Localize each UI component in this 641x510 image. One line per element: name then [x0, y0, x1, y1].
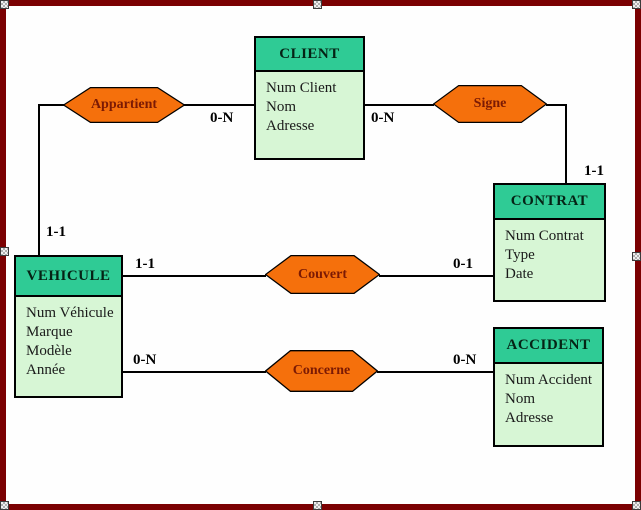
attribute: Num Client: [266, 80, 337, 96]
hexagon-shape: [433, 85, 547, 123]
connector-appartient-left: [38, 104, 65, 106]
entity-accident-title: ACCIDENT: [495, 329, 602, 364]
entity-client-title: CLIENT: [256, 38, 363, 72]
cardinality-client-signe: 0-N: [371, 110, 395, 126]
relation-couvert[interactable]: Couvert: [265, 255, 380, 294]
entity-contrat-title: CONTRAT: [495, 185, 604, 220]
selection-handle-top-right[interactable]: [632, 0, 641, 9]
relation-concerne-label: Concerne: [292, 363, 351, 378]
attribute: Date: [505, 266, 534, 282]
relation-concerne[interactable]: Concerne: [265, 350, 378, 392]
relation-appartient[interactable]: Appartient: [63, 87, 185, 123]
cardinality-client-appartient: 0-N: [210, 110, 234, 126]
attribute: Adresse: [505, 410, 554, 426]
cardinality-concerne-accident: 0-N: [453, 352, 477, 368]
attribute: Num Véhicule: [26, 305, 114, 321]
entity-client[interactable]: CLIENT Num Client Nom Adresse: [254, 36, 365, 160]
attribute: Num Contrat: [505, 228, 584, 244]
entity-vehicule-attributes: Num Véhicule Marque Modèle Année: [16, 297, 121, 380]
attribute: Nom: [266, 99, 296, 115]
attribute: Type: [505, 247, 535, 263]
hexagon-shape: [265, 350, 378, 392]
selection-handle-top-left[interactable]: [0, 0, 9, 9]
cardinality-vehicule-couvert: 1-1: [135, 256, 155, 272]
selection-handle-top-middle[interactable]: [313, 0, 322, 9]
relation-appartient-label: Appartient: [90, 97, 158, 112]
hexagon-shape: [63, 87, 185, 123]
entity-contrat-attributes: Num Contrat Type Date: [495, 220, 604, 284]
cardinality-signe-contrat: 1-1: [584, 163, 604, 179]
entity-vehicule[interactable]: VEHICULE Num Véhicule Marque Modèle Anné…: [14, 255, 123, 398]
attribute: Année: [26, 362, 66, 378]
entity-accident[interactable]: ACCIDENT Num Accident Nom Adresse: [493, 327, 604, 447]
selection-handle-bottom-left[interactable]: [0, 501, 9, 510]
connector-signe-contrat: [565, 104, 567, 184]
cardinality-vehicule-concerne: 0-N: [133, 352, 157, 368]
connector-vehicule-concerne: [122, 371, 266, 373]
relation-couvert-label: Couvert: [298, 266, 347, 282]
entity-contrat[interactable]: CONTRAT Num Contrat Type Date: [493, 183, 606, 302]
selection-handle-middle-left[interactable]: [0, 247, 9, 256]
attribute: Nom: [505, 391, 535, 407]
connector-concerne-accident: [377, 371, 494, 373]
attribute: Marque: [26, 324, 73, 340]
cardinality-couvert-contrat: 0-1: [453, 256, 473, 272]
selection-handle-bottom-middle[interactable]: [313, 501, 322, 510]
connector-vehicule-couvert: [122, 275, 266, 277]
attribute: Num Accident: [505, 372, 593, 388]
entity-accident-attributes: Num Accident Nom Adresse: [495, 364, 602, 428]
connector-signe-right: [546, 104, 567, 106]
connector-appartient-client: [184, 104, 255, 106]
cardinality-appartient-vehicule: 1-1: [46, 224, 66, 240]
selection-handle-bottom-right[interactable]: [632, 501, 641, 510]
selection-handle-middle-right[interactable]: [632, 252, 641, 261]
entity-vehicule-title: VEHICULE: [16, 257, 121, 297]
relation-signe[interactable]: Signe: [433, 85, 547, 123]
connector-couvert-contrat: [379, 275, 494, 277]
entity-client-attributes: Num Client Nom Adresse: [256, 72, 363, 136]
hexagon-shape: [265, 255, 380, 294]
connector-appartient-vehicule: [38, 104, 40, 256]
attribute: Modèle: [26, 343, 72, 359]
relation-signe-label: Signe: [473, 96, 507, 111]
attribute: Adresse: [266, 118, 315, 134]
connector-client-signe: [364, 104, 434, 106]
